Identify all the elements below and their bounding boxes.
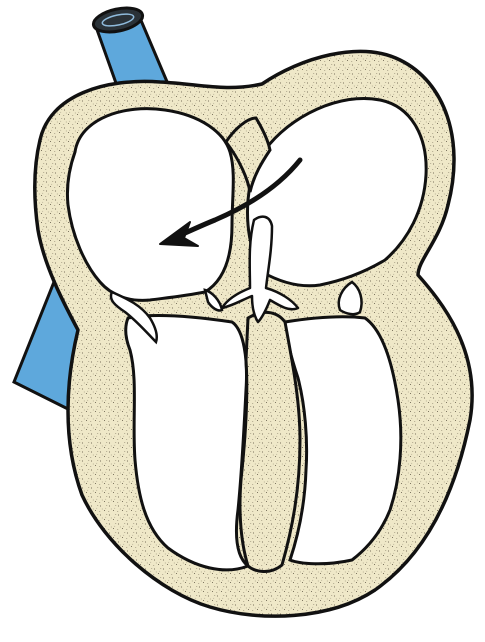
right-atrium [67, 109, 233, 301]
ventricular-septum [240, 312, 300, 571]
